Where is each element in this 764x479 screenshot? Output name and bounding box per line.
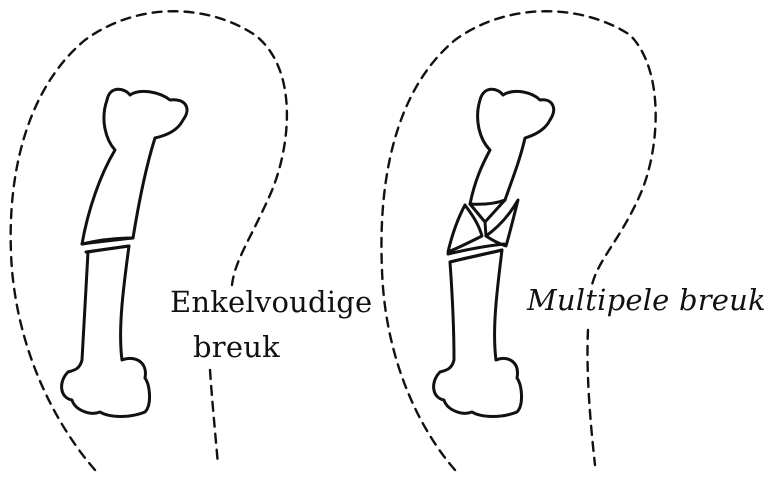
femur-lower-left: [62, 246, 150, 417]
multiple-fracture-panel: [381, 11, 655, 470]
femur-upper-right: [470, 89, 554, 204]
fragment-right: [486, 200, 518, 246]
multiple-fracture-label: Multipele breuk: [527, 283, 764, 318]
femur-lower-right: [434, 250, 522, 417]
simple-fracture-label-line2: breuk: [193, 330, 280, 365]
simple-fracture-panel: [11, 11, 287, 470]
simple-fracture-label-line1: Enkelvoudige: [170, 285, 372, 320]
femur-upper-left: [82, 89, 187, 244]
